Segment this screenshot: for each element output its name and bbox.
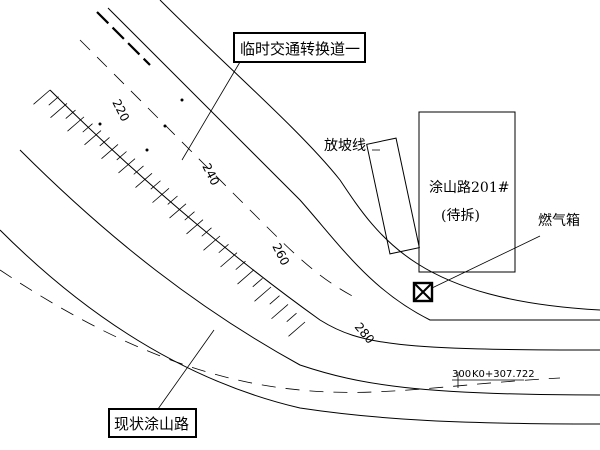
hatch-line xyxy=(133,165,144,175)
hatch-line xyxy=(169,203,187,219)
building-name: 涂山路201# xyxy=(429,180,509,196)
survey-points xyxy=(98,98,184,152)
hatch-line xyxy=(186,219,204,235)
hatch-line xyxy=(101,144,119,160)
temp-road-centreline xyxy=(79,39,361,301)
hatch-line xyxy=(288,321,306,337)
hatch-line xyxy=(67,116,85,132)
survey-point xyxy=(163,124,167,128)
chainage-k0-label: K0+307.722 xyxy=(472,369,535,380)
hatch-line xyxy=(65,109,76,119)
hatch-line xyxy=(201,227,212,237)
survey-point xyxy=(145,148,149,152)
start-marker-dash xyxy=(96,11,151,66)
survey-point xyxy=(180,98,184,102)
existing-road-label: 现状涂山路 xyxy=(114,415,189,433)
hatch-line xyxy=(218,244,229,254)
gas-box-symbol xyxy=(412,281,434,303)
hatch-line xyxy=(235,260,246,270)
hatch-line xyxy=(99,137,110,147)
hatch-line xyxy=(152,188,170,203)
hatch-line xyxy=(48,96,59,106)
hatch-line xyxy=(116,151,127,161)
existing-road-label-box xyxy=(108,408,197,438)
slope-line-boundary xyxy=(366,137,420,255)
gas-box-leader xyxy=(431,235,541,289)
survey-point xyxy=(98,122,102,126)
hatch-line xyxy=(286,312,297,322)
slope-hatching xyxy=(33,89,306,337)
temp-road-leader xyxy=(181,61,241,161)
hatch-line xyxy=(220,252,238,268)
hatch-line xyxy=(254,286,272,302)
hatch-line xyxy=(50,103,68,118)
hatch-line xyxy=(167,195,178,205)
hatch-line xyxy=(203,235,221,251)
building-status: (待拆) xyxy=(441,208,480,224)
hatch-line xyxy=(252,278,263,288)
hatch-line xyxy=(150,180,161,190)
hatch-line xyxy=(118,158,136,174)
centre-lines xyxy=(0,39,561,393)
hatch-line xyxy=(237,269,255,285)
existing-road-lane-edge xyxy=(19,149,600,396)
hatch-line xyxy=(84,130,102,146)
hatch-line xyxy=(82,123,93,133)
hatch-line xyxy=(271,304,289,320)
temp-road-label-box xyxy=(233,32,366,63)
road-edges xyxy=(0,0,600,425)
hatch-line xyxy=(135,172,153,188)
temp-road-inner-edge xyxy=(107,7,600,321)
gas-box-label: 燃气箱 xyxy=(538,212,580,229)
slope-line-label: 放坡线 xyxy=(324,138,366,154)
chainage-300-label: 300 xyxy=(452,369,471,380)
hatch-line xyxy=(184,211,195,221)
building-outline xyxy=(418,111,516,273)
existing-road-centreline xyxy=(0,269,561,393)
existing-road-south-edge xyxy=(0,229,600,425)
existing-road-north-edge xyxy=(49,89,600,351)
temp-road-north-edge xyxy=(159,0,600,311)
hatch-line xyxy=(269,295,280,305)
temp-road-label: 临时交通转换道一 xyxy=(240,40,360,58)
hatch-line xyxy=(33,89,51,105)
existing-road-leader xyxy=(157,329,215,410)
